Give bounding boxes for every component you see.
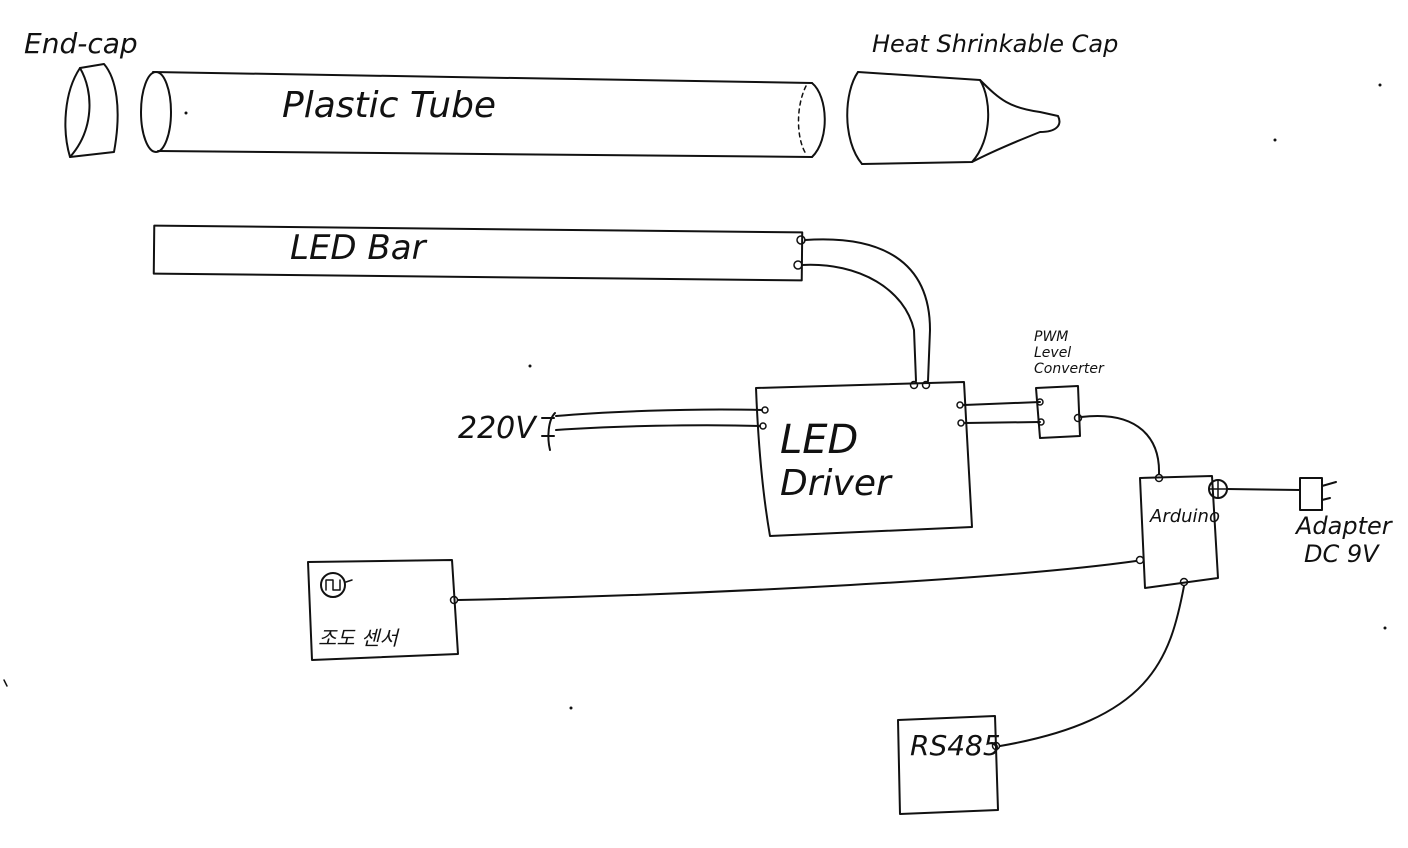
driver-pwm-wires (963, 401, 1041, 424)
pwm-label-line-1: PWM (1034, 329, 1069, 345)
adapter-line-2: DC 9V (1304, 540, 1379, 568)
adapter-label: Adapter DC 9V (1296, 514, 1392, 566)
led-bar-shape (152, 224, 806, 282)
pwm-label-line-3: Converter (1034, 361, 1104, 377)
pwm-label-line-2: Level (1034, 345, 1072, 361)
plastic-tube-label: Plastic Tube (282, 85, 497, 126)
power-plug (541, 408, 763, 451)
heat-shrink-cap-label: Heat Shrinkable Cap (872, 30, 1119, 58)
illuminance-sensor-label: 조도 센서 (318, 626, 398, 650)
arduino-label: Arduino (1150, 506, 1220, 527)
voltage-220-label: 220V (458, 411, 536, 446)
arduino-rs485-wire (999, 585, 1185, 747)
illuminance-sensor-shape (307, 559, 459, 661)
led-bar-label: LED Bar (290, 228, 426, 268)
end-cap-shape (64, 63, 119, 158)
led-driver-line-1: LED (780, 417, 859, 463)
led-bar-wires (801, 238, 931, 382)
pwm-arduino-wire (1080, 415, 1161, 475)
pwm-converter-shape (1035, 385, 1083, 439)
adapter-line-1: Adapter (1296, 512, 1392, 540)
led-driver-line-2: Driver (780, 463, 891, 504)
led-driver-label: LED Driver (780, 420, 891, 502)
adapter-shape (1226, 477, 1337, 511)
pwm-converter-label: PWM Level Converter (1034, 330, 1104, 376)
arduino-shape (1135, 473, 1228, 589)
sensor-arduino-wire (457, 560, 1137, 601)
rs485-label: RS485 (910, 729, 1001, 762)
end-cap-label: End-cap (24, 27, 138, 60)
plastic-tube-shape (140, 71, 826, 158)
heat-shrink-cap-shape (846, 71, 1061, 165)
